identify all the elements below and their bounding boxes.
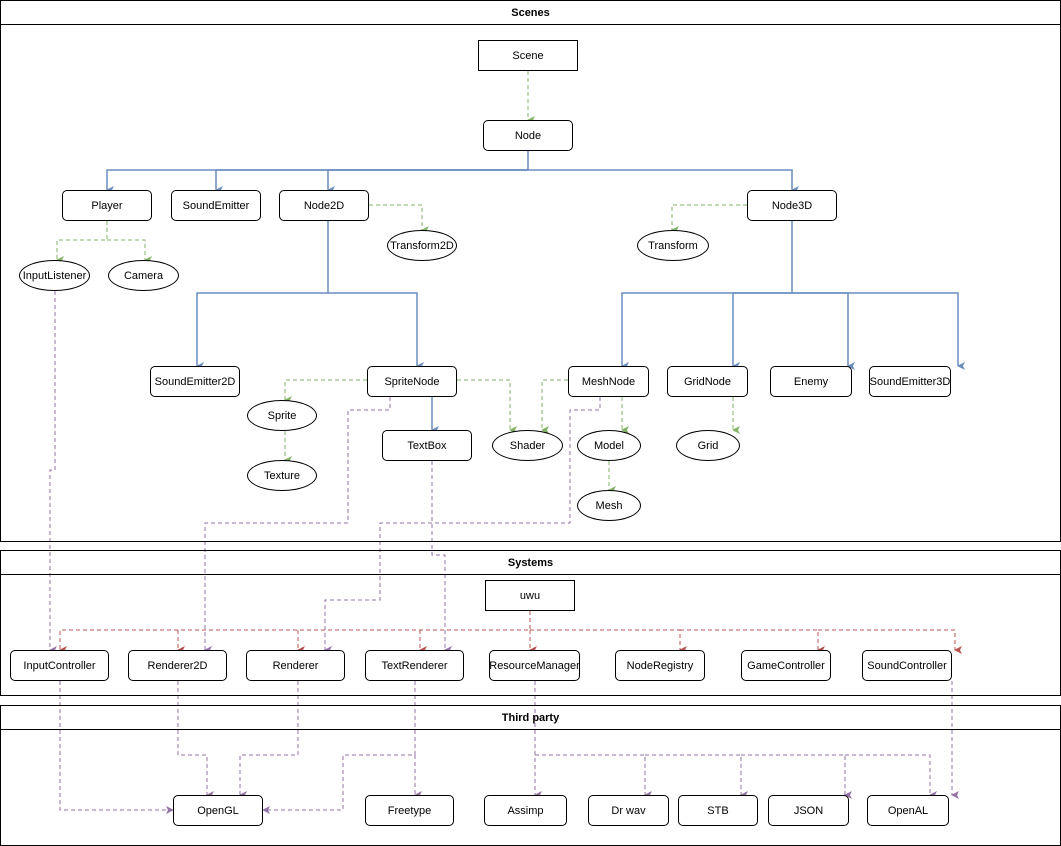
edge-meshnode-to-renderer (324, 397, 601, 654)
node-meshnode[interactable]: MeshNode (568, 366, 649, 397)
edge-node-to-node2d (327, 169, 528, 194)
lane-title: Third party (1, 706, 1060, 730)
edge-textrenderer-to-opengl (262, 681, 416, 814)
edge-uwu-to-gamecontroller (680, 629, 825, 654)
node-texture[interactable]: Texture (247, 460, 317, 491)
node-node3d[interactable]: Node3D (747, 190, 837, 221)
node-noderegistry[interactable]: NodeRegistry (615, 650, 705, 681)
node-shader[interactable]: Shader (492, 430, 563, 461)
edge-player-to-inputlistener (56, 221, 108, 264)
node-soundemitter2d[interactable]: SoundEmitter2D (150, 366, 240, 397)
node-model[interactable]: Model (577, 430, 641, 461)
edge-renderer2d-to-opengl (177, 681, 214, 799)
edge-uwu-to-soundcontroller (818, 629, 962, 654)
edge-node2d-to-spritenode (328, 292, 424, 370)
node-transform[interactable]: Transform (637, 230, 709, 261)
edge-node3d-to-gridnode (732, 292, 792, 370)
node-opengl[interactable]: OpenGL (173, 795, 263, 826)
edge-node2d-to-soundemitter2d (196, 221, 329, 370)
edge-inputcontroller-to-opengl (59, 681, 174, 814)
node-scene[interactable]: Scene (478, 40, 578, 71)
node-json[interactable]: JSON (768, 795, 849, 826)
node-drwav[interactable]: Dr wav (588, 795, 669, 826)
node-resourcemanager[interactable]: ResourceManager (489, 650, 580, 681)
edge-uwu-to-inputcontroller (59, 611, 531, 654)
edge-node3d-to-meshnode (621, 221, 793, 370)
node-gridnode[interactable]: GridNode (667, 366, 748, 397)
node-node[interactable]: Node (483, 120, 573, 151)
edge-spritenode-to-shader (457, 379, 517, 434)
node-camera[interactable]: Camera (108, 260, 179, 291)
node-spritenode[interactable]: SpriteNode (367, 366, 457, 397)
edge-inputlistener-to-inputcontroller (49, 291, 57, 654)
edge-node-to-node3d (528, 169, 799, 194)
lane-title: Systems (1, 551, 1060, 575)
node-renderer[interactable]: Renderer (246, 650, 345, 681)
edge-node3d-to-transform (671, 204, 747, 234)
edge-spritenode-to-renderer2d (204, 397, 391, 654)
edge-resourcemanager-to-openal (845, 754, 937, 799)
node-soundemitter3d[interactable]: SoundEmitter3D (869, 366, 951, 397)
edge-node2d-to-transform2d (369, 204, 429, 234)
node-freetype[interactable]: Freetype (365, 795, 454, 826)
node-stb[interactable]: STB (678, 795, 758, 826)
node-gamecontroller[interactable]: GameController (741, 650, 831, 681)
node-renderer2d[interactable]: Renderer2D (128, 650, 227, 681)
edge-node3d-to-soundemitter3d (792, 292, 965, 370)
node-enemy[interactable]: Enemy (770, 366, 852, 397)
edge-resourcemanager-to-drwav (535, 754, 652, 799)
node-inputcontroller[interactable]: InputController (10, 650, 109, 681)
node-soundcontroller[interactable]: SoundController (862, 650, 952, 681)
node-uwu[interactable]: uwu (485, 580, 575, 611)
node-grid[interactable]: Grid (676, 430, 740, 461)
node-openal[interactable]: OpenAL (867, 795, 949, 826)
node-textbox[interactable]: TextBox (382, 430, 472, 461)
node-assimp[interactable]: Assimp (484, 795, 567, 826)
node-transform2d[interactable]: Transform2D (387, 230, 457, 261)
node-mesh[interactable]: Mesh (577, 490, 641, 521)
node-inputlistener[interactable]: InputListener (19, 260, 90, 291)
node-soundemitter[interactable]: SoundEmitter (171, 190, 261, 221)
edge-meshnode-to-shader (541, 379, 568, 434)
node-player[interactable]: Player (62, 190, 152, 221)
node-textrenderer[interactable]: TextRenderer (365, 650, 464, 681)
lane-title: Scenes (1, 1, 1060, 25)
node-sprite[interactable]: Sprite (247, 400, 317, 431)
edge-resourcemanager-to-stb (645, 754, 748, 799)
edge-player-to-camera (107, 239, 152, 264)
edge-renderer-to-opengl (239, 681, 299, 799)
node-node2d[interactable]: Node2D (279, 190, 369, 221)
edge-textbox-to-textrenderer (431, 461, 452, 654)
